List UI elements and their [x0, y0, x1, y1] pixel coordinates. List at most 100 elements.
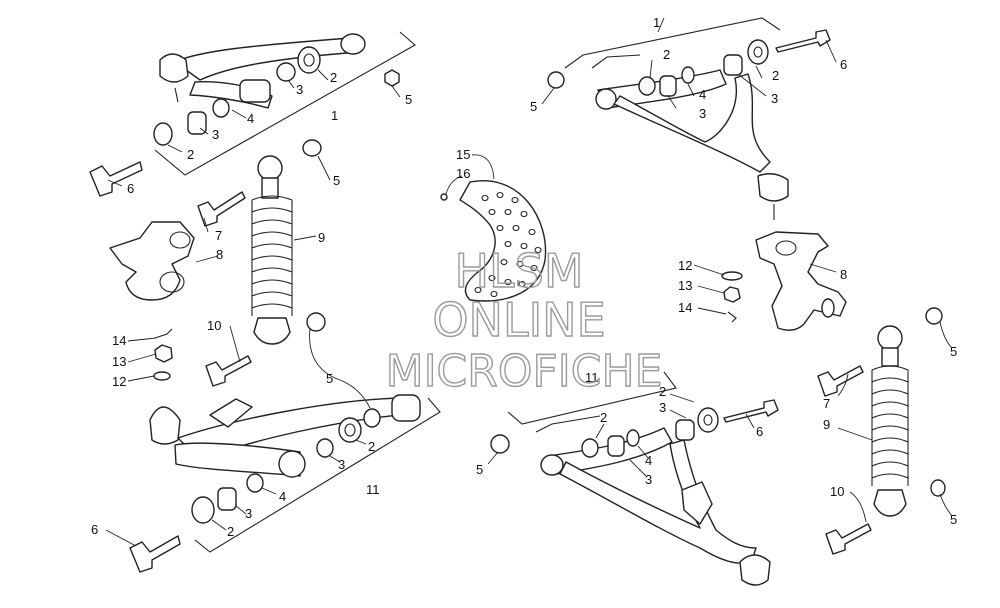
- washer-12: [153, 371, 171, 381]
- disc-vent-holes: [474, 191, 542, 298]
- callout-5: 5: [333, 173, 340, 188]
- washer: [153, 122, 173, 146]
- seal: [747, 39, 769, 65]
- cotter-pin: [154, 328, 173, 339]
- shock-body-upper: [261, 177, 279, 199]
- bushing: [607, 435, 625, 457]
- spacer-rear: [316, 438, 334, 458]
- callout-13: 13: [112, 354, 126, 369]
- left-lower-a-arm-group: 5 2 3 4 11 3 2 6: [91, 327, 441, 573]
- bushing-lower: [187, 111, 207, 135]
- nut: [925, 307, 943, 325]
- left-shock-group: 5 7 8 9 10 14 13 12: [109, 139, 340, 389]
- callout-16: 16: [456, 166, 470, 181]
- shock-lower-eye: [873, 489, 907, 517]
- shock-upper-eye: [257, 155, 283, 181]
- callout-10: 10: [207, 318, 221, 333]
- group-bracket-inner: [535, 415, 601, 433]
- group-bracket: [154, 31, 416, 176]
- callout-3: 3: [296, 82, 303, 97]
- spacer: [363, 408, 381, 428]
- seal: [697, 407, 719, 433]
- nut-lower: [306, 312, 326, 332]
- callout-3: 3: [338, 457, 345, 472]
- nut: [547, 71, 565, 89]
- nut-lower: [930, 479, 946, 497]
- steering-knuckle: [109, 221, 195, 301]
- group-bracket: [194, 397, 441, 553]
- shock-mount: [681, 481, 713, 525]
- callout-5: 5: [950, 512, 957, 527]
- callout-13: 13: [678, 278, 692, 293]
- right-knuckle-group: 12 13 14 8: [678, 231, 847, 331]
- seal: [338, 417, 362, 443]
- bushing-rear: [217, 487, 237, 511]
- callout-14: 14: [112, 333, 126, 348]
- bolt: [129, 535, 181, 573]
- washer: [581, 438, 599, 458]
- lower-ball-joint: [739, 554, 771, 586]
- callout-4: 4: [279, 489, 286, 504]
- callout-7: 7: [215, 228, 222, 243]
- callout-9: 9: [318, 230, 325, 245]
- brake-disc: [459, 179, 547, 302]
- callout-3: 3: [699, 106, 706, 121]
- watermark: HLSM ONLINE MICROFICHE: [385, 243, 663, 397]
- lower-ball-joint: [149, 406, 181, 445]
- callout-2: 2: [227, 524, 234, 539]
- group-bracket-inner: [591, 54, 641, 69]
- callout-10: 10: [830, 484, 844, 499]
- bushing-rear: [675, 419, 695, 441]
- bushing: [391, 394, 421, 422]
- spacer: [681, 66, 695, 84]
- watermark-line-2: ONLINE: [432, 293, 605, 347]
- washer-small: [212, 98, 230, 118]
- watermark-line-1: HLSM: [454, 244, 583, 298]
- lower-shock-bolt: [825, 523, 872, 555]
- callout-3: 3: [212, 127, 219, 142]
- arm-bushing-end: [595, 88, 617, 110]
- lower-a-arm-rear: [174, 442, 301, 477]
- callout-2: 2: [659, 384, 666, 399]
- callout-6: 6: [127, 181, 134, 196]
- callout-2: 2: [330, 70, 337, 85]
- shock-lower-eye: [253, 317, 291, 345]
- upper-shock-bolt: [817, 365, 864, 397]
- castle-nut: [154, 344, 173, 363]
- bushing: [239, 79, 271, 103]
- callout-2: 2: [600, 410, 607, 425]
- nut: [384, 69, 400, 87]
- cotter-pin: [727, 311, 737, 323]
- bolt: [775, 29, 831, 53]
- bolt: [89, 161, 143, 197]
- callout-15: 15: [456, 147, 470, 162]
- callout-4: 4: [247, 111, 254, 126]
- callout-6: 6: [756, 424, 763, 439]
- callout-2: 2: [772, 68, 779, 83]
- arm-bushing-end: [278, 450, 306, 478]
- spindle-end: [821, 298, 835, 318]
- spacer: [276, 62, 296, 82]
- callout-1: 1: [653, 15, 660, 30]
- left-upper-a-arm-group: 1 2 3 4 5 2 3 6: [89, 31, 416, 197]
- disc-bolt: [440, 193, 448, 201]
- callout-7: 7: [823, 396, 830, 411]
- callout-5: 5: [950, 344, 957, 359]
- callout-2: 2: [663, 47, 670, 62]
- ball-joint-stud: [174, 87, 179, 103]
- callout-8: 8: [840, 267, 847, 282]
- callout-5: 5: [405, 92, 412, 107]
- callout-12: 12: [112, 374, 126, 389]
- right-shock-group: 5 7 9 10 5: [817, 307, 957, 555]
- callout-5: 5: [476, 462, 483, 477]
- callout-5: 5: [530, 99, 537, 114]
- brake-disc-group: 15 16: [440, 147, 547, 302]
- callout-11: 11: [585, 370, 599, 385]
- washer: [638, 76, 656, 96]
- arm-bushing-end: [340, 33, 366, 55]
- nut: [490, 434, 510, 454]
- callout-3: 3: [771, 91, 778, 106]
- callout-4: 4: [645, 453, 652, 468]
- castle-nut: [723, 286, 741, 303]
